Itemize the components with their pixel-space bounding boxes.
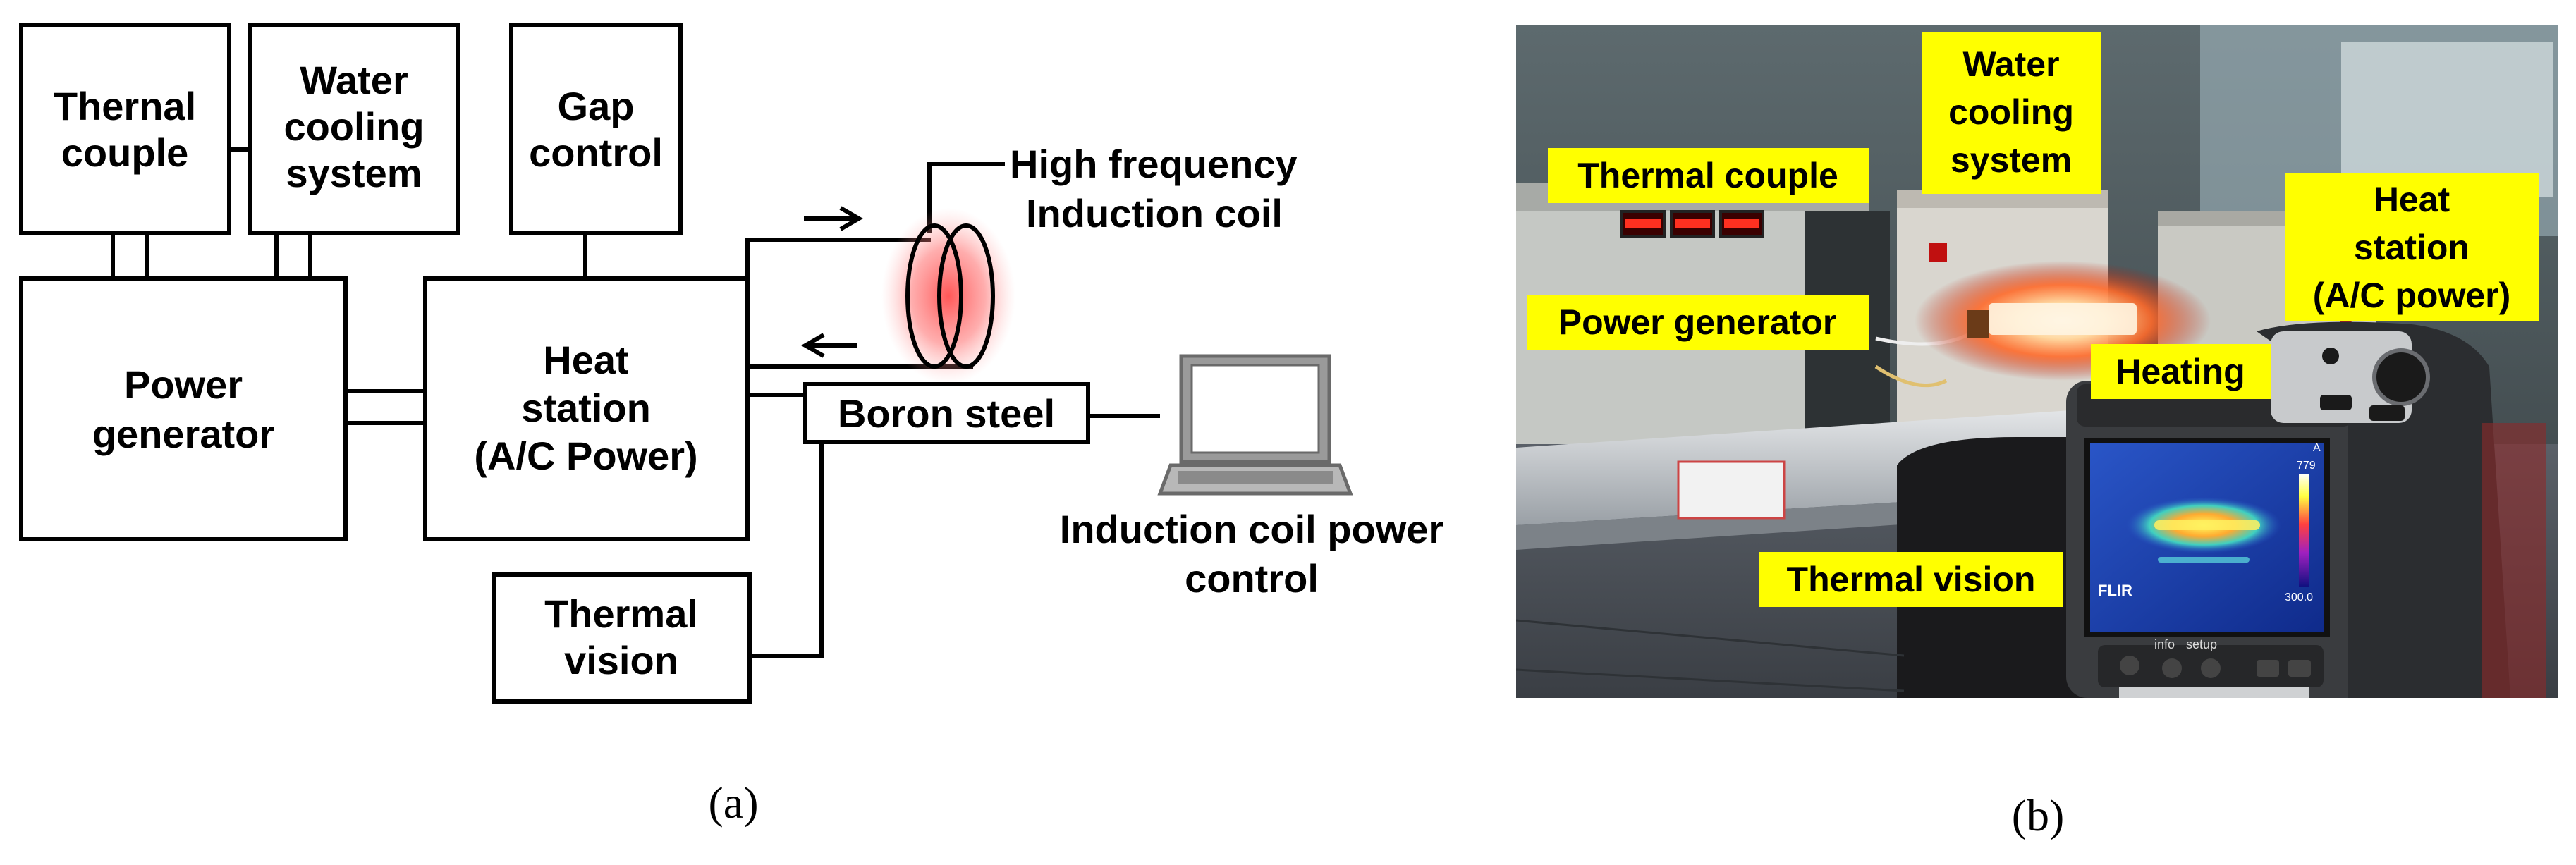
camera-setup-button-label: setup — [2186, 637, 2217, 651]
boron-steel-label: Boron steel — [838, 391, 1055, 436]
laptop-icon — [1157, 354, 1353, 496]
boron-steel-block — [803, 382, 1090, 444]
water-cooling-block — [248, 23, 460, 235]
callout-thermal-couple-bg — [1548, 148, 1869, 203]
caption-b: (b) — [2012, 790, 2065, 840]
callout-thermal-vision-bg — [1759, 552, 2063, 607]
induction-coil — [881, 208, 1015, 384]
heat-station-block — [423, 276, 750, 541]
callout-heat-station-bg — [2285, 173, 2539, 321]
thermal-vision-block — [492, 572, 752, 704]
thermal-couple-block — [19, 23, 231, 235]
callout-heating: Heating — [2116, 352, 2245, 391]
camera-scale-max: 779 — [2297, 460, 2316, 472]
arrows — [800, 206, 864, 358]
block-diagram — [19, 23, 1353, 704]
photo: 779 300.0 A FLIR info setup — [1516, 25, 2558, 698]
callout-heating-bg — [2091, 344, 2271, 399]
caption-a: (a) — [708, 778, 758, 828]
callout-power-generator: Power generator — [1558, 302, 1837, 342]
camera-scale-min: 300.0 — [2285, 591, 2313, 603]
camera-brand-logo: FLIR — [2098, 582, 2132, 599]
callout-water-cooling-bg — [1922, 32, 2101, 194]
camera-info-button-label: info — [2154, 637, 2175, 651]
gap-control-block — [509, 23, 683, 235]
power-generator-block — [19, 276, 348, 541]
callout-power-generator-bg — [1527, 295, 1869, 350]
callout-thermal-vision: Thermal vision — [1787, 560, 2036, 599]
callout-thermal-couple: Thermal couple — [1577, 156, 1838, 195]
camera-mode: A — [2313, 442, 2321, 454]
